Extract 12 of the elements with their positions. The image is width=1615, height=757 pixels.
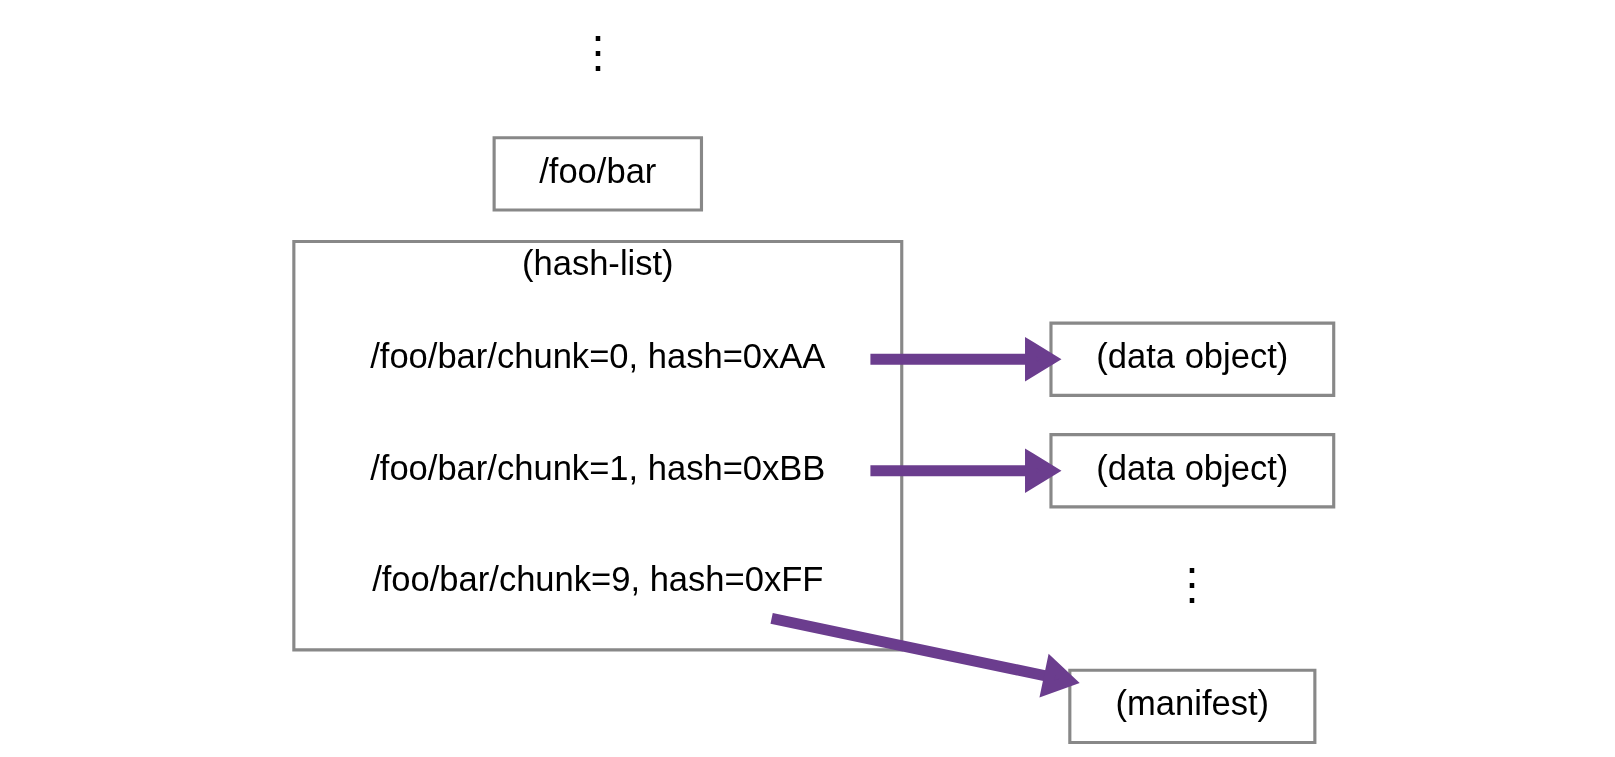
- node-text: /foo/bar/chunk=1, hash=0xBB: [370, 448, 826, 487]
- arrow: [770, 613, 1080, 698]
- label: ⋮: [575, 26, 620, 76]
- node-box: /foo/bar: [492, 136, 704, 212]
- node-box: (data object): [1049, 433, 1336, 509]
- label: ⋮: [1170, 559, 1215, 609]
- node-text: /foo/bar/chunk=9, hash=0xFF: [372, 560, 824, 599]
- arrow: [870, 448, 1062, 494]
- node-text: /foo/bar/chunk=0, hash=0xAA: [370, 337, 826, 376]
- node-box: (manifest): [1068, 668, 1317, 745]
- arrow: [870, 336, 1062, 382]
- node-box: (data object): [1049, 321, 1336, 397]
